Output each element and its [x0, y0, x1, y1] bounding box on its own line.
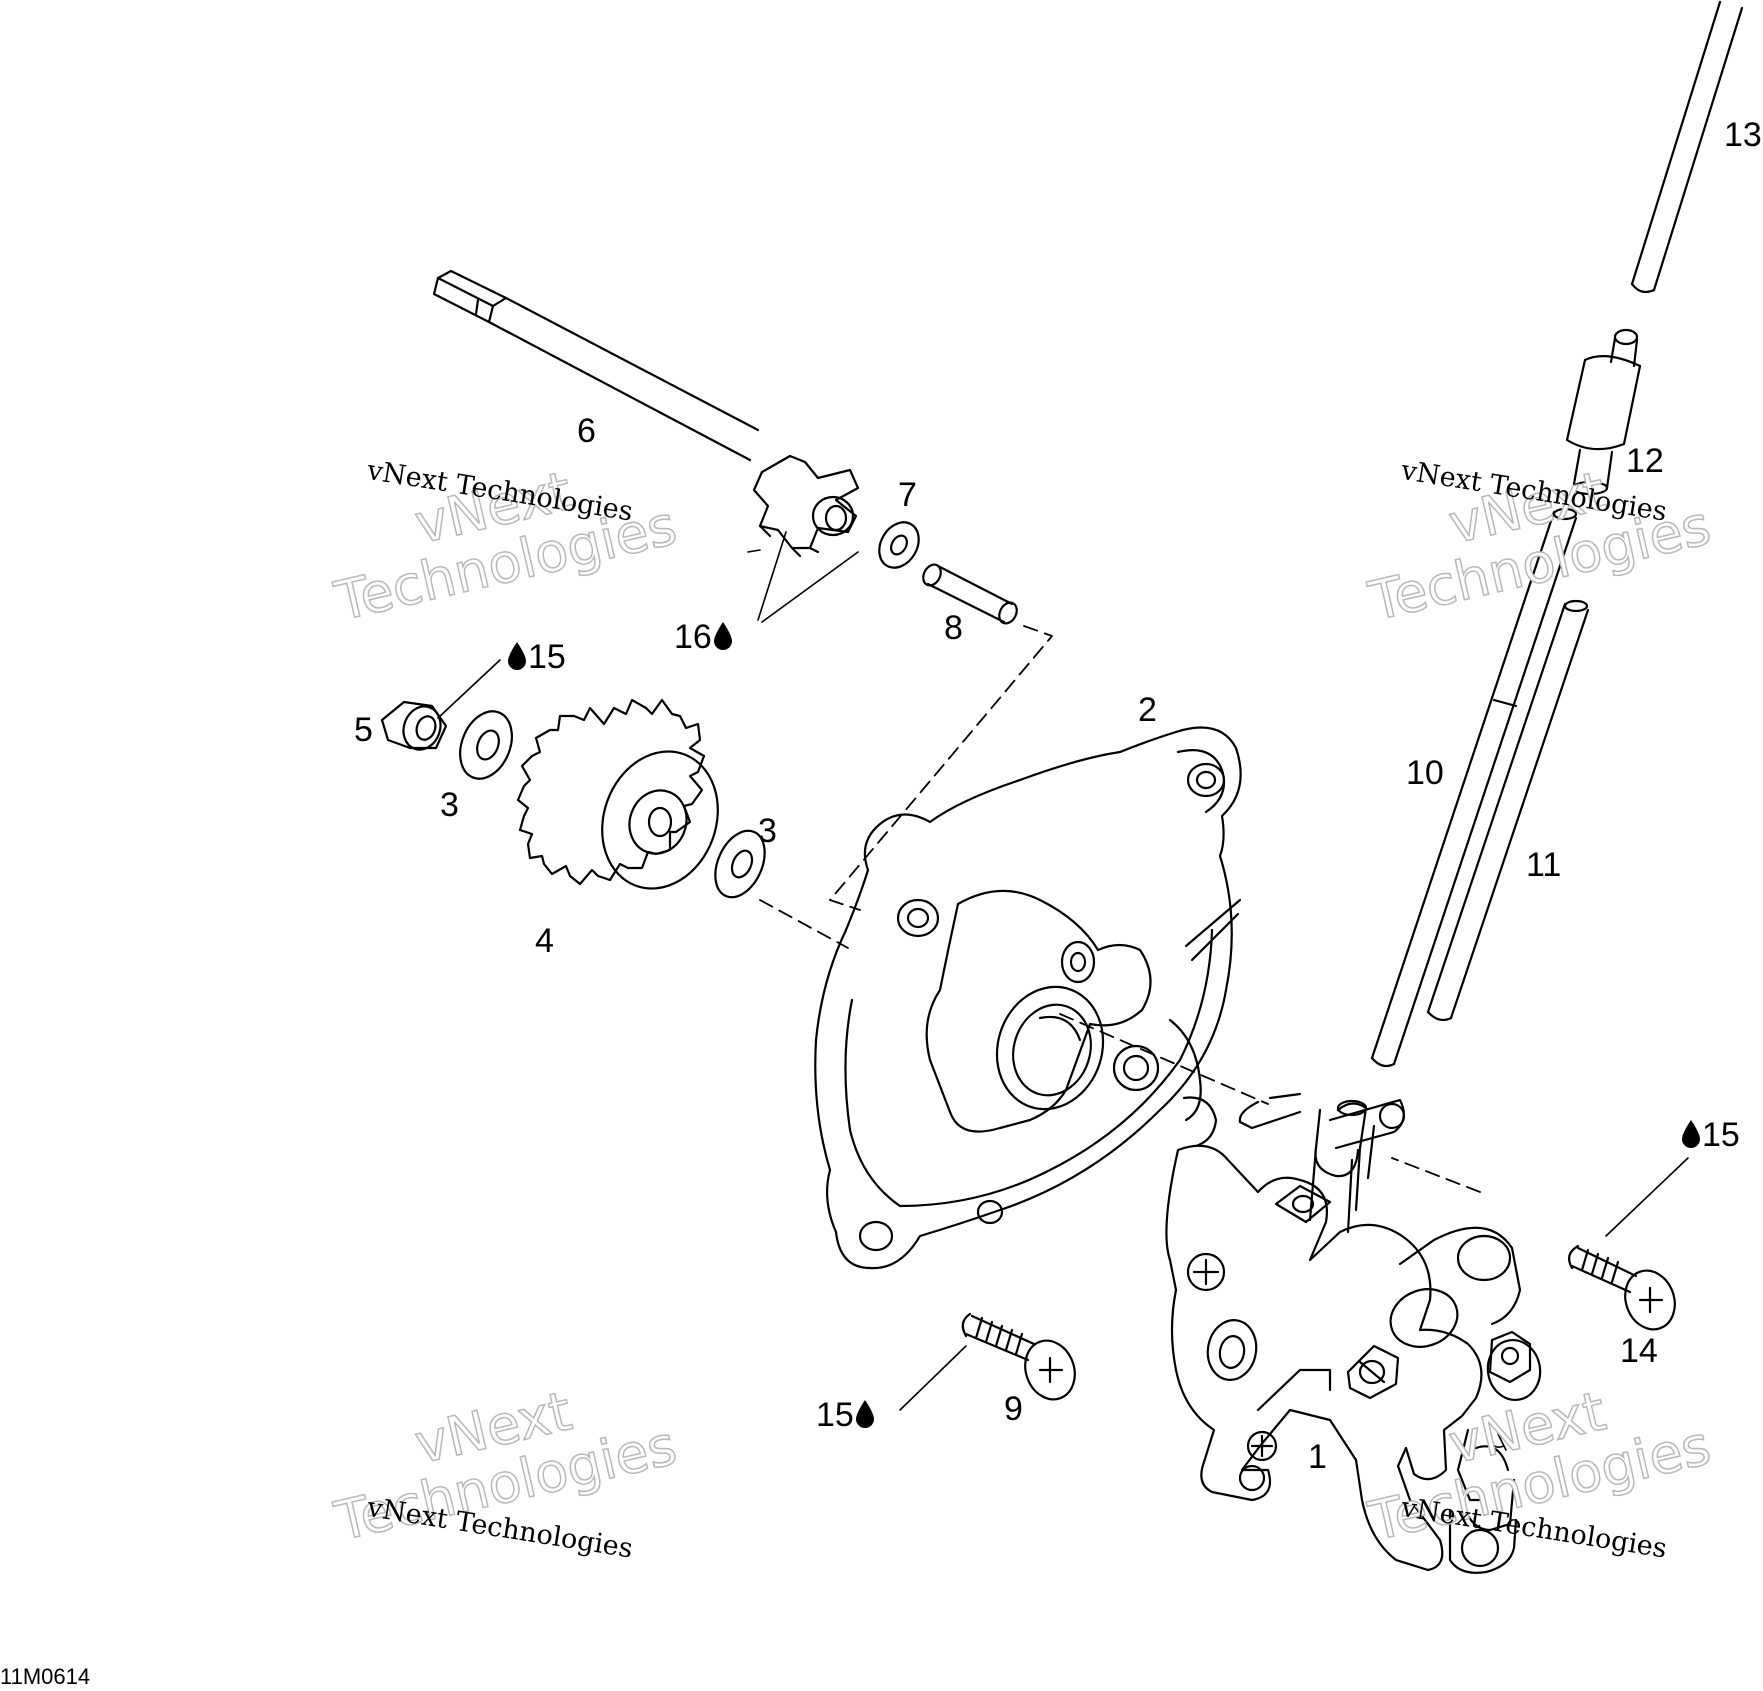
- callout-7: 7: [898, 476, 917, 514]
- oil-drop-icon: [855, 1400, 874, 1428]
- callout-15-nut-label: 15: [528, 638, 566, 676]
- callout-15-nut: 15: [506, 640, 566, 674]
- callout-5: 5: [354, 711, 373, 749]
- fitting-12: [1565, 328, 1642, 496]
- pinion-gear-16: [752, 454, 860, 558]
- alignment-lines: [759, 625, 1481, 1193]
- callout-16-label: 16: [674, 618, 712, 656]
- figure-id: 11M0614: [0, 1664, 91, 1689]
- callout-15-screw-9: 15: [816, 1398, 876, 1432]
- callout-12: 12: [1626, 442, 1664, 480]
- washer-3-right: [714, 829, 766, 899]
- spur-gear-4: [516, 698, 719, 890]
- oil-pump-1: [1165, 1092, 1542, 1574]
- callout-8: 8: [944, 609, 963, 647]
- screw-14: [1567, 1244, 1676, 1331]
- washer-3-left: [459, 710, 513, 780]
- callout-16: 16: [674, 620, 734, 654]
- callout-15-screw-14: 15: [1680, 1118, 1740, 1152]
- tube-10: [1370, 507, 1578, 1068]
- tube-13: [1630, 0, 1744, 294]
- callout-2: 2: [1138, 691, 1157, 729]
- callout-3-left: 3: [440, 786, 459, 824]
- oil-drop-icon: [713, 622, 732, 650]
- tube-11: [1426, 599, 1590, 1022]
- callout-6: 6: [577, 412, 596, 450]
- callout-11: 11: [1526, 846, 1562, 884]
- pin-8: [922, 563, 1018, 625]
- housing-cover-2: [814, 726, 1242, 1270]
- callout-9: 9: [1004, 1390, 1023, 1428]
- callout-3-right: 3: [758, 812, 777, 850]
- nut-5: [380, 700, 448, 751]
- callout-1: 1: [1308, 1438, 1327, 1476]
- screw-9: [961, 1312, 1076, 1401]
- callout-15-screw-14-label: 15: [1702, 1116, 1740, 1154]
- callout-15-screw-9-label: 15: [816, 1396, 854, 1434]
- shaft-6: [432, 269, 760, 462]
- washer-7: [878, 521, 920, 569]
- oil-drop-icon: [508, 642, 526, 670]
- oil-drop-icon: [1682, 1120, 1700, 1148]
- callout-14: 14: [1620, 1332, 1658, 1370]
- callout-4: 4: [535, 922, 554, 960]
- callout-13: 13: [1724, 116, 1762, 154]
- callout-10: 10: [1406, 754, 1444, 792]
